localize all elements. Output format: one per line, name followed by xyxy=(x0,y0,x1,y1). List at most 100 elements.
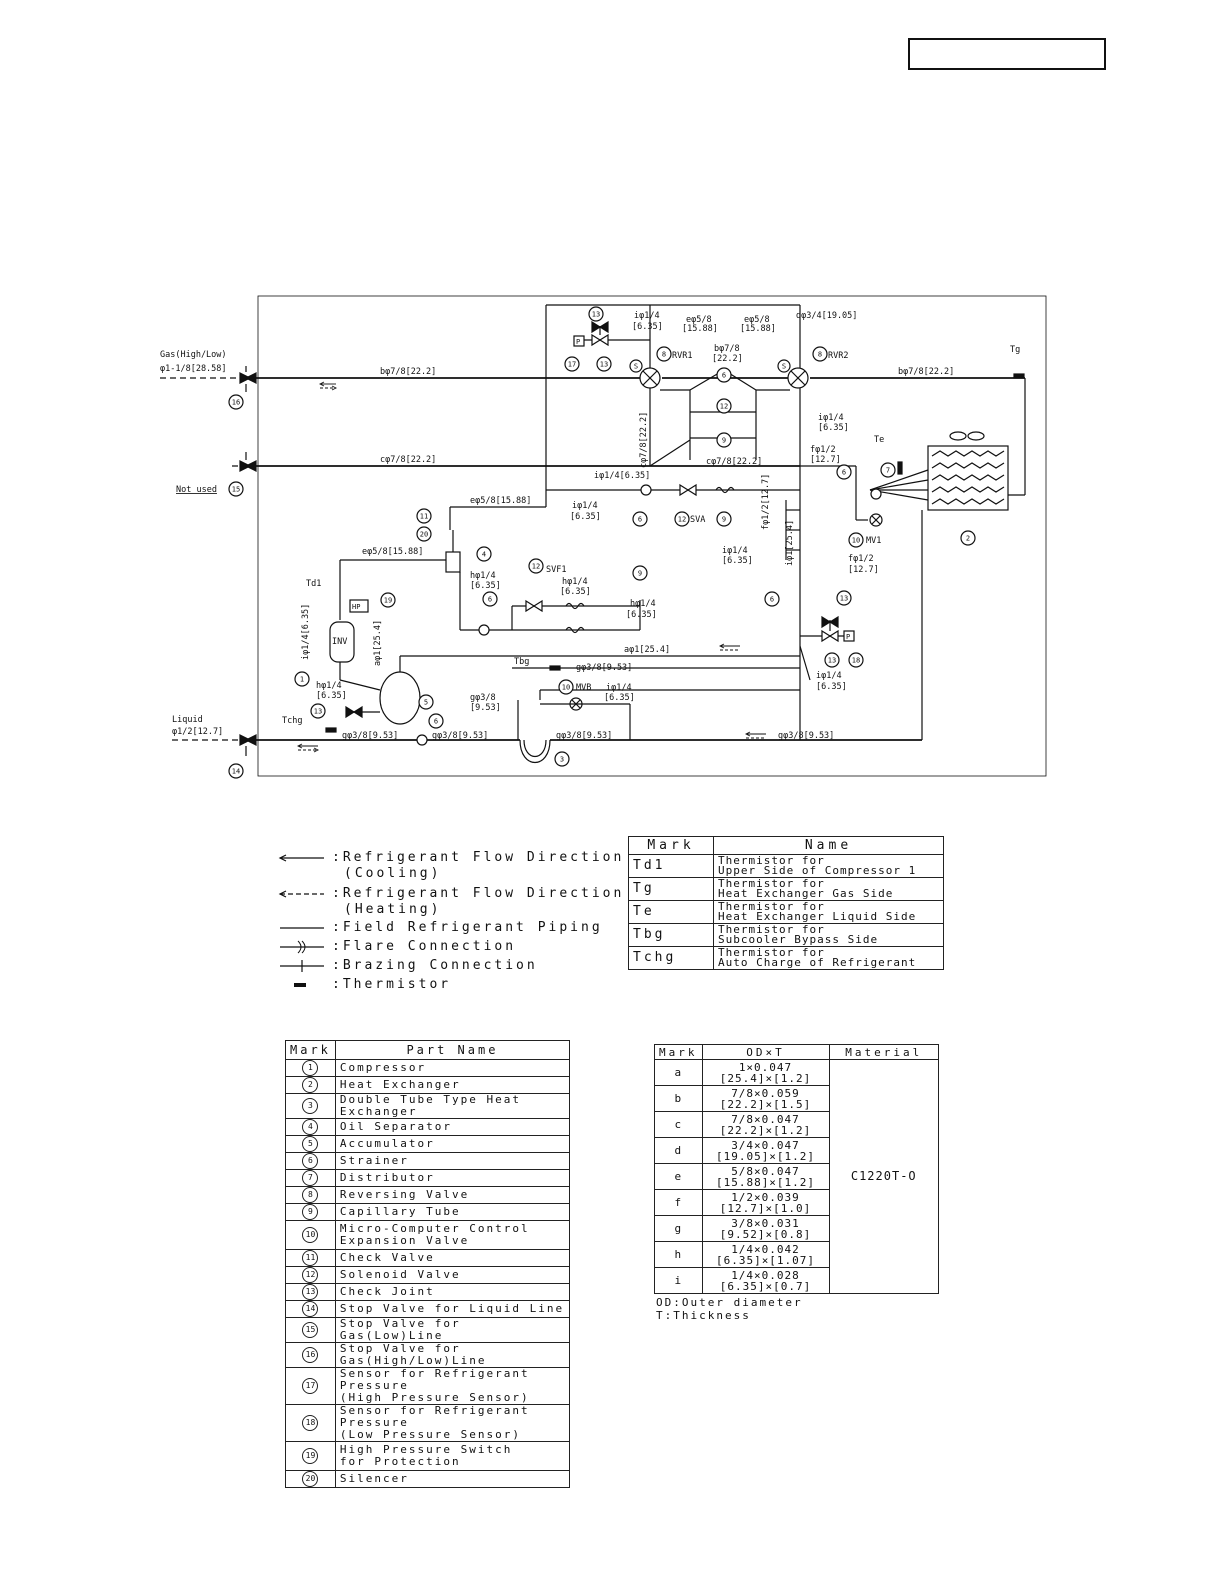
arrow-solid-icon xyxy=(278,854,324,862)
liquid-line xyxy=(172,510,923,756)
svg-text:12: 12 xyxy=(678,516,686,524)
pipe-a-vert: aφ1[25.4] xyxy=(373,620,383,666)
svf1-label: SVF1 xyxy=(546,565,566,575)
svg-text:3: 3 xyxy=(560,756,564,764)
mv1-label: MV1 xyxy=(866,536,881,546)
thermo-header-mark: Mark xyxy=(628,836,714,855)
callout-6b: S xyxy=(629,359,643,373)
pipe-f-bot-mm: [12.7] xyxy=(848,565,879,575)
td1-label: Td1 xyxy=(306,579,321,589)
pipe-h-acc: hφ1/4 xyxy=(316,681,342,691)
pipe-i-vert2: iφ1[25.4] xyxy=(785,520,795,566)
pipe-i-v3-mm: [6.35] xyxy=(722,556,753,566)
reversing-valve-rvr1 xyxy=(639,367,661,389)
pipe-i-lp-mm: [6.35] xyxy=(816,682,847,692)
svg-text:18: 18 xyxy=(852,657,860,665)
gas-label: Gas(High/Low) xyxy=(160,350,227,360)
tbg-label: Tbg xyxy=(514,657,529,667)
solid-line-icon xyxy=(280,927,324,929)
svg-text:15: 15 xyxy=(232,486,240,494)
pipe-d-top: dφ3/4[19.05] xyxy=(796,311,857,321)
pipe-f-top: fφ1/2 xyxy=(810,445,836,455)
double-tube-hx xyxy=(416,665,800,764)
callout-12b: 12 xyxy=(674,511,690,527)
callout-17: 17 xyxy=(564,356,580,372)
pipe-e-oil: eφ5/8[15.88] xyxy=(470,496,531,506)
svg-text:12: 12 xyxy=(720,403,728,411)
rvr1-label: RVR1 xyxy=(672,351,692,361)
callout-6f: 6 xyxy=(482,591,498,607)
callout-9a: 9 xyxy=(716,432,732,448)
pipe-i-sv-mm: [6.35] xyxy=(570,512,601,522)
liquid-size: φ1/2[12.7] xyxy=(172,727,223,737)
pipe-e-left: eφ5/8[15.88] xyxy=(362,547,423,557)
pipe-i-right-mm: [6.35] xyxy=(818,423,849,433)
pipe-header-odxt: OD×T xyxy=(701,1044,830,1060)
callout-18: 18 xyxy=(848,652,864,668)
pipe-i-top: iφ1/4 xyxy=(634,311,660,321)
material-cell: C1220T-O xyxy=(828,1059,939,1294)
pipe-e-top2: eφ5/8 xyxy=(744,315,770,325)
svg-text:6: 6 xyxy=(488,596,492,604)
pipe-b-top: bφ7/8[22.2] xyxy=(380,367,436,377)
parts-header-name: Part Name xyxy=(334,1040,571,1060)
callout-12c: 12 xyxy=(528,558,544,574)
svg-text:6: 6 xyxy=(842,469,846,477)
callout-11: 11 xyxy=(416,508,432,524)
pipe-h-cap: hφ1/4 xyxy=(630,599,656,609)
thermo-header-name: Name xyxy=(713,836,944,855)
callout-12a: 12 xyxy=(716,398,732,414)
unit-boundary xyxy=(257,295,1047,777)
callout-20: 20 xyxy=(416,526,432,542)
p2-label: P xyxy=(846,633,850,641)
svg-text:6: 6 xyxy=(434,718,438,726)
callout-6e: 6 xyxy=(632,511,648,527)
callout-9b: 9 xyxy=(716,511,732,527)
pipe-h-cap-mm: [6.35] xyxy=(626,610,657,620)
svg-text:13: 13 xyxy=(592,311,600,319)
callout-8b: 8 xyxy=(812,346,828,362)
svg-text:S: S xyxy=(782,363,786,371)
heat-exchanger xyxy=(927,431,1009,511)
callout-14: 14 xyxy=(228,763,244,779)
svg-text:10: 10 xyxy=(852,537,860,545)
not-used-label: Not used xyxy=(176,485,217,495)
pipe-g-dt-mm: [9.53] xyxy=(470,703,501,713)
callout-6d: 6 xyxy=(836,464,852,480)
pipe-g-bot4: gφ3/8[9.53] xyxy=(778,731,834,741)
pipe-i-cross: iφ1/4[6.35] xyxy=(594,471,650,481)
callout-2: 2 xyxy=(960,530,976,546)
callout-13e: 13 xyxy=(824,652,840,668)
svg-text:5: 5 xyxy=(424,699,428,707)
svg-text:9: 9 xyxy=(722,516,726,524)
svg-text:20: 20 xyxy=(420,531,428,539)
thermistor-icon xyxy=(294,983,306,987)
pipe-a-right: aφ1[25.4] xyxy=(624,645,670,655)
svg-text:13: 13 xyxy=(314,708,322,716)
svg-text:S: S xyxy=(634,363,638,371)
pipe-g-dt: gφ3/8 xyxy=(470,693,496,703)
inv-label: INV xyxy=(332,637,347,647)
flow-arrows xyxy=(296,381,766,753)
callout-6c: S xyxy=(777,359,791,373)
pipe-e-top2-mm: [15.88] xyxy=(740,324,776,334)
callout-13c: 13 xyxy=(310,703,326,719)
